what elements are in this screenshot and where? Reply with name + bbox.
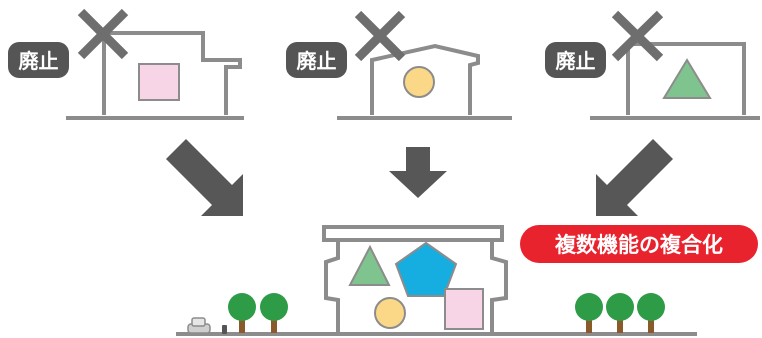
combined-facility-roof (322, 225, 504, 242)
circle-function-icon (403, 66, 435, 98)
square-function-icon (444, 288, 484, 330)
building-2-outline (370, 43, 480, 115)
combined-facility-body (324, 240, 508, 333)
cross-mark-icon (611, 10, 664, 62)
arrow-down-icon (389, 147, 447, 198)
abolished-badge-2: 廃止 (286, 42, 347, 78)
abolished-badge-label: 廃止 (556, 49, 596, 73)
tree-icon (575, 293, 603, 333)
abolished-badge-label: 廃止 (19, 49, 59, 73)
car-icon (187, 317, 211, 334)
abolished-building-1: 廃止 (8, 8, 244, 120)
arrow-down-right-icon (166, 139, 243, 216)
triangle-function-icon (348, 244, 391, 286)
cross-mark-icon (77, 8, 129, 60)
abolished-building-2: 廃止 (286, 10, 512, 120)
tree-icon (637, 293, 665, 333)
consolidation-callout: 複数機能の複合化 (520, 225, 758, 263)
abolished-building-3: 廃止 (545, 10, 760, 120)
consolidation-callout-label: 複数機能の複合化 (554, 233, 723, 257)
triangle-function-icon (662, 58, 712, 99)
tree-icon (606, 293, 634, 333)
tree-icon (260, 293, 288, 333)
building-1-outline (102, 31, 242, 115)
bollard-icon (222, 325, 227, 334)
pentagon-function-icon (394, 241, 458, 297)
abolished-badge-3: 廃止 (545, 42, 606, 78)
arrow-down-left-icon (596, 139, 673, 216)
abolished-badge-1: 廃止 (8, 42, 69, 78)
building-3-outline (626, 42, 746, 115)
abolished-badge-label: 廃止 (297, 49, 337, 73)
tree-icon (228, 293, 256, 333)
cross-mark-icon (354, 10, 406, 62)
circle-function-icon (374, 297, 406, 329)
square-function-icon (138, 63, 180, 101)
combined-facility (322, 225, 508, 333)
